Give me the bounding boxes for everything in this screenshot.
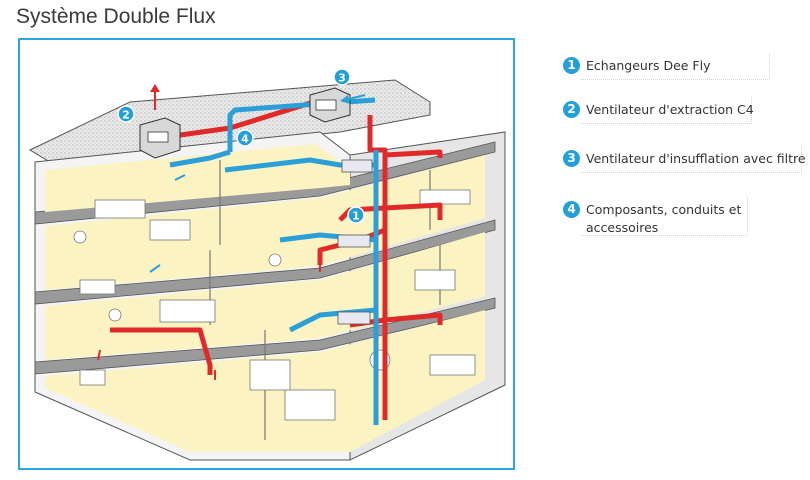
legend-item-2: 2 Ventilateur d'extraction C4 xyxy=(563,97,754,124)
legend-label: Composants, conduits et accessoires xyxy=(586,202,742,235)
legend-number-badge: 2 xyxy=(563,101,580,118)
diagram-marker-2-label: 2 xyxy=(122,109,130,122)
supply-ducts xyxy=(169,97,379,425)
furniture xyxy=(73,189,476,421)
legend-number-badge: 1 xyxy=(563,57,580,74)
legend-number-badge: 4 xyxy=(563,201,580,218)
diagram-frame: 1 2 3 4 xyxy=(18,38,515,470)
extract-ducts xyxy=(110,95,443,420)
legend-item-4: 4 Composants, conduits et accessoires xyxy=(563,197,751,237)
legend-item-1: 1 Echangeurs Dee Fly xyxy=(563,53,770,80)
diagram-marker-4-label: 4 xyxy=(241,133,249,146)
legend-number-badge: 3 xyxy=(563,150,580,167)
diagram-marker-3-label: 3 xyxy=(338,72,346,85)
diagram-marker-1: 1 xyxy=(347,206,365,224)
legend-item-3: 3 Ventilateur d'insufflation avec filtre xyxy=(563,146,806,173)
diagram-marker-3: 3 xyxy=(333,68,351,86)
page-title: Système Double Flux xyxy=(16,5,216,28)
legend-label: Ventilateur d'extraction C4 xyxy=(586,102,754,117)
legend-label: Echangeurs Dee Fly xyxy=(586,58,711,73)
diagram-marker-2: 2 xyxy=(117,105,135,123)
supply-fan-unit xyxy=(309,87,351,123)
legend-label: Ventilateur d'insufflation avec filtre xyxy=(586,151,806,166)
heat-exchanger-units xyxy=(337,159,373,325)
house-cutaway-diagram: 1 2 3 4 xyxy=(28,68,506,461)
diagram-marker-4: 4 xyxy=(236,129,254,147)
air-flow-arrows xyxy=(97,84,366,380)
extraction-fan-unit xyxy=(139,117,181,159)
diagram-marker-1-label: 1 xyxy=(352,210,360,223)
